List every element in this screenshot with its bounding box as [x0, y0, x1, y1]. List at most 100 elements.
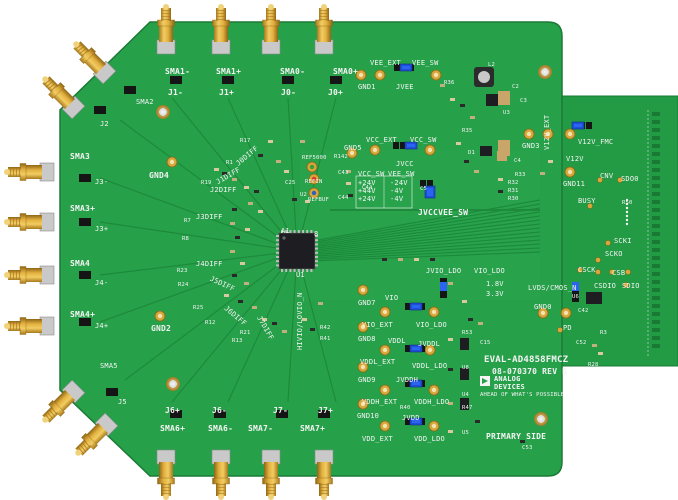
j3diff-label: J3DIFF — [196, 213, 223, 221]
csb-label: CSB — [612, 269, 626, 277]
sma-top-3 — [314, 4, 334, 55]
sma-bottom-1 — [211, 449, 231, 500]
ref-u4: U4 — [462, 392, 470, 398]
r50-label: R50 — [622, 200, 633, 206]
ref-c2: C2 — [512, 84, 520, 90]
smd-passives — [214, 84, 603, 443]
sma-left-0 — [4, 162, 55, 182]
refbuf-label: REFBUF — [308, 197, 330, 203]
copper-pour — [300, 150, 540, 300]
jvdd-pin-0 — [405, 418, 411, 425]
sma4-label: SMA4 — [70, 259, 91, 268]
small-ics — [460, 94, 602, 410]
sma7-minus-label: SMA7- — [248, 424, 274, 433]
power-jumpers — [393, 63, 592, 426]
ref-r12: R12 — [205, 320, 216, 326]
jvccvee-a-pin-1 — [427, 180, 433, 187]
ref-c44: C44 — [338, 195, 349, 201]
jumper-11 — [79, 318, 91, 326]
vddl-label: VDDL — [388, 337, 406, 345]
ref-r35: R35 — [462, 128, 473, 134]
sma7-plus-label: SMA7+ — [300, 424, 326, 433]
v33-label: 3.3V — [486, 290, 504, 298]
scki-label: SCKI — [614, 237, 632, 245]
j4diff-label: J4DIFF — [196, 260, 223, 268]
jumper-1 — [222, 76, 234, 84]
table-vee-1: -24V — [390, 179, 408, 187]
ref-c4: C4 — [514, 158, 522, 164]
j2diff-label: J2DIFF — [210, 186, 237, 194]
j3-minus-label: J3- — [95, 178, 109, 186]
vddl-ext-label: VDDL_EXT — [360, 358, 396, 366]
j2-label: J2 — [100, 120, 109, 128]
table-vcc-1: +24V — [358, 179, 376, 187]
ref-r7: R7 — [184, 218, 192, 224]
vio-ldo-top-label: VIO_LDO — [474, 267, 505, 275]
ref-r30: R30 — [508, 196, 519, 202]
jumper-13 — [106, 388, 118, 396]
sma1-plus-label: SMA1+ — [216, 67, 242, 76]
csdio-label: CSDIO — [594, 282, 617, 290]
v12v-fmc-label: V12V_FMC — [578, 138, 614, 146]
vcc-ext-label: VCC_EXT — [366, 136, 397, 144]
chip-a1-label: A1 — [281, 227, 290, 235]
sma0-plus-label: SMA0+ — [333, 67, 359, 76]
jvddl-pin-0 — [405, 345, 411, 352]
sma3-label: SMA3 — [70, 152, 91, 161]
sdo0-label: SDO0 — [621, 175, 639, 183]
jumper-8 — [79, 174, 91, 182]
gnd1-label: GND1 — [358, 83, 376, 91]
csck-label: CSCK — [578, 266, 596, 274]
ref-r47: R47 — [462, 405, 473, 411]
jvddh-pin-0 — [405, 380, 411, 387]
jumper-10 — [79, 271, 91, 279]
sdio-label: SDIO — [622, 282, 640, 290]
ref-c3: C3 — [520, 98, 528, 104]
ref-r13: R13 — [232, 338, 243, 344]
vdd-ext-label: VDD_EXT — [362, 435, 393, 443]
jvio-ldo-label: JVIO_LDO — [426, 267, 462, 275]
jumper-14 — [124, 86, 136, 94]
ref-u3: U3 — [503, 110, 511, 116]
jvddh-label: JVDDH — [396, 376, 419, 384]
j0-plus-label: J0+ — [328, 88, 344, 97]
vio-label: VIO — [385, 294, 399, 302]
gnd11-label: GND11 — [563, 180, 586, 188]
v18-label: 1.8V — [486, 280, 504, 288]
inductor-l2 — [474, 67, 494, 87]
ref-r36: R36 — [444, 80, 455, 86]
chip-u1-label: U1 — [296, 271, 305, 279]
ref-c15: C15 — [480, 340, 491, 346]
jv12-pin-2 — [586, 122, 592, 129]
vio-ext-label: VIO_EXT — [362, 321, 393, 329]
sma-diag-tl-2 — [42, 76, 86, 120]
vio-ldo-label: VIO_LDO — [416, 321, 447, 329]
jumper-5 — [214, 410, 226, 418]
gnd8-label: GND8 — [358, 335, 376, 343]
jumper-2 — [282, 76, 294, 84]
ref-c25: C25 — [285, 180, 296, 186]
ref-r142: R142 — [334, 154, 349, 160]
gnd10-label: GND10 — [357, 412, 380, 420]
sma0-minus-label: SMA0- — [280, 67, 306, 76]
board-part-number: 08-070370 REV B — [492, 367, 568, 376]
bulk-capacitors — [497, 91, 510, 161]
logo-line1: ANALOG — [494, 375, 521, 383]
jumper-9 — [79, 218, 91, 226]
gnd3-label: GND3 — [522, 142, 540, 150]
jumper-12 — [94, 106, 106, 114]
logo-tagline: AHEAD OF WHAT'S POSSIBLE — [480, 392, 565, 398]
gnd9-label: GND9 — [358, 376, 376, 384]
jvee-label: JVEE — [396, 83, 414, 91]
cnv-label: CNV — [600, 172, 614, 180]
jumper-0 — [170, 76, 182, 84]
ref-r1: R1 — [226, 160, 234, 166]
ref-u2: U2 — [300, 192, 308, 198]
jvddl-label: JVDDL — [418, 340, 441, 348]
pd-label: PD — [563, 324, 572, 332]
ref-r17: R17 — [240, 138, 251, 144]
ref-r25: R25 — [193, 305, 204, 311]
jvccvee-a-pin-0 — [420, 180, 426, 187]
sma-top-1 — [211, 4, 231, 55]
